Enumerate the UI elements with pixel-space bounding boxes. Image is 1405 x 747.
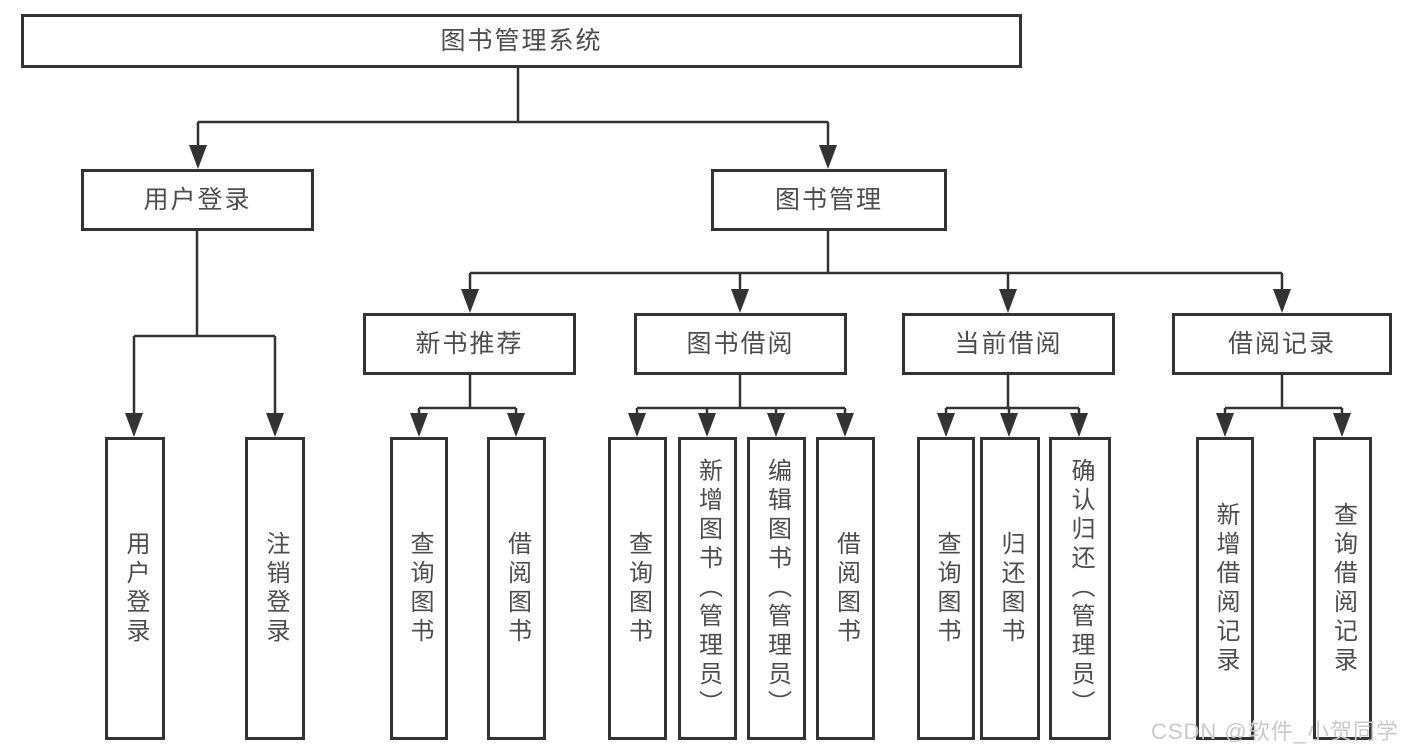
arrowhead — [1070, 413, 1088, 437]
node-book-mgmt-module: 图书管理 — [711, 169, 947, 231]
node-login: 用户登录 — [105, 437, 165, 740]
arrowhead — [937, 413, 955, 437]
node-logout: 注销登录 — [245, 437, 305, 740]
node-user-login-module: 用户登录 — [81, 169, 314, 231]
connector-userlogin-group — [132, 230, 277, 416]
node-bb-borrow: 借阅图书 — [816, 437, 875, 740]
connector-bookmgmt-to-level3 — [468, 230, 1284, 292]
node-nb-query: 查询图书 — [390, 437, 448, 740]
node-nb-borrow: 借阅图书 — [487, 437, 546, 740]
connector-currentborrow-group — [944, 375, 1081, 416]
node-new-books: 新书推荐 — [363, 313, 576, 375]
connector-newbooks-group — [417, 375, 518, 416]
arrowhead — [836, 413, 854, 437]
arrowhead — [266, 413, 284, 437]
arrowhead — [628, 413, 646, 437]
csdn-watermark: CSDN @软件_小贺同学 — [1150, 719, 1399, 744]
arrowhead — [767, 413, 785, 437]
arrowhead — [125, 413, 143, 437]
arrowhead — [698, 413, 716, 437]
node-br-add: 新增借阅记录 — [1196, 437, 1254, 740]
node-bb-edit: 编辑图书（管理员） — [747, 437, 806, 740]
arrowhead — [189, 145, 207, 169]
arrowhead — [1273, 289, 1291, 313]
arrowhead — [410, 413, 428, 437]
node-cb-confirm: 确认归还（管理员） — [1049, 437, 1111, 740]
arrowhead — [999, 289, 1017, 313]
node-borrow-records: 借阅记录 — [1172, 313, 1392, 375]
arrowhead — [819, 145, 837, 169]
arrowhead — [1333, 413, 1351, 437]
arrowhead — [461, 289, 479, 313]
arrowhead — [507, 413, 525, 437]
arrowhead — [731, 289, 749, 313]
connector-borrowrecords-group — [1223, 375, 1344, 416]
connector-bookborrow-group — [635, 375, 847, 416]
node-bb-add: 新增图书（管理员） — [678, 437, 737, 740]
node-cb-return: 归还图书 — [980, 437, 1040, 740]
node-root: 图书管理系统 — [21, 14, 1022, 68]
connector-root-to-level2 — [196, 68, 830, 150]
node-bb-query: 查询图书 — [608, 437, 667, 740]
node-cb-query: 查询图书 — [917, 437, 975, 740]
node-book-borrow: 图书借阅 — [634, 313, 847, 375]
arrowhead — [1000, 413, 1018, 437]
node-current-borrow: 当前借阅 — [902, 313, 1115, 375]
node-br-query: 查询借阅记录 — [1313, 437, 1372, 740]
arrowhead — [1216, 413, 1234, 437]
